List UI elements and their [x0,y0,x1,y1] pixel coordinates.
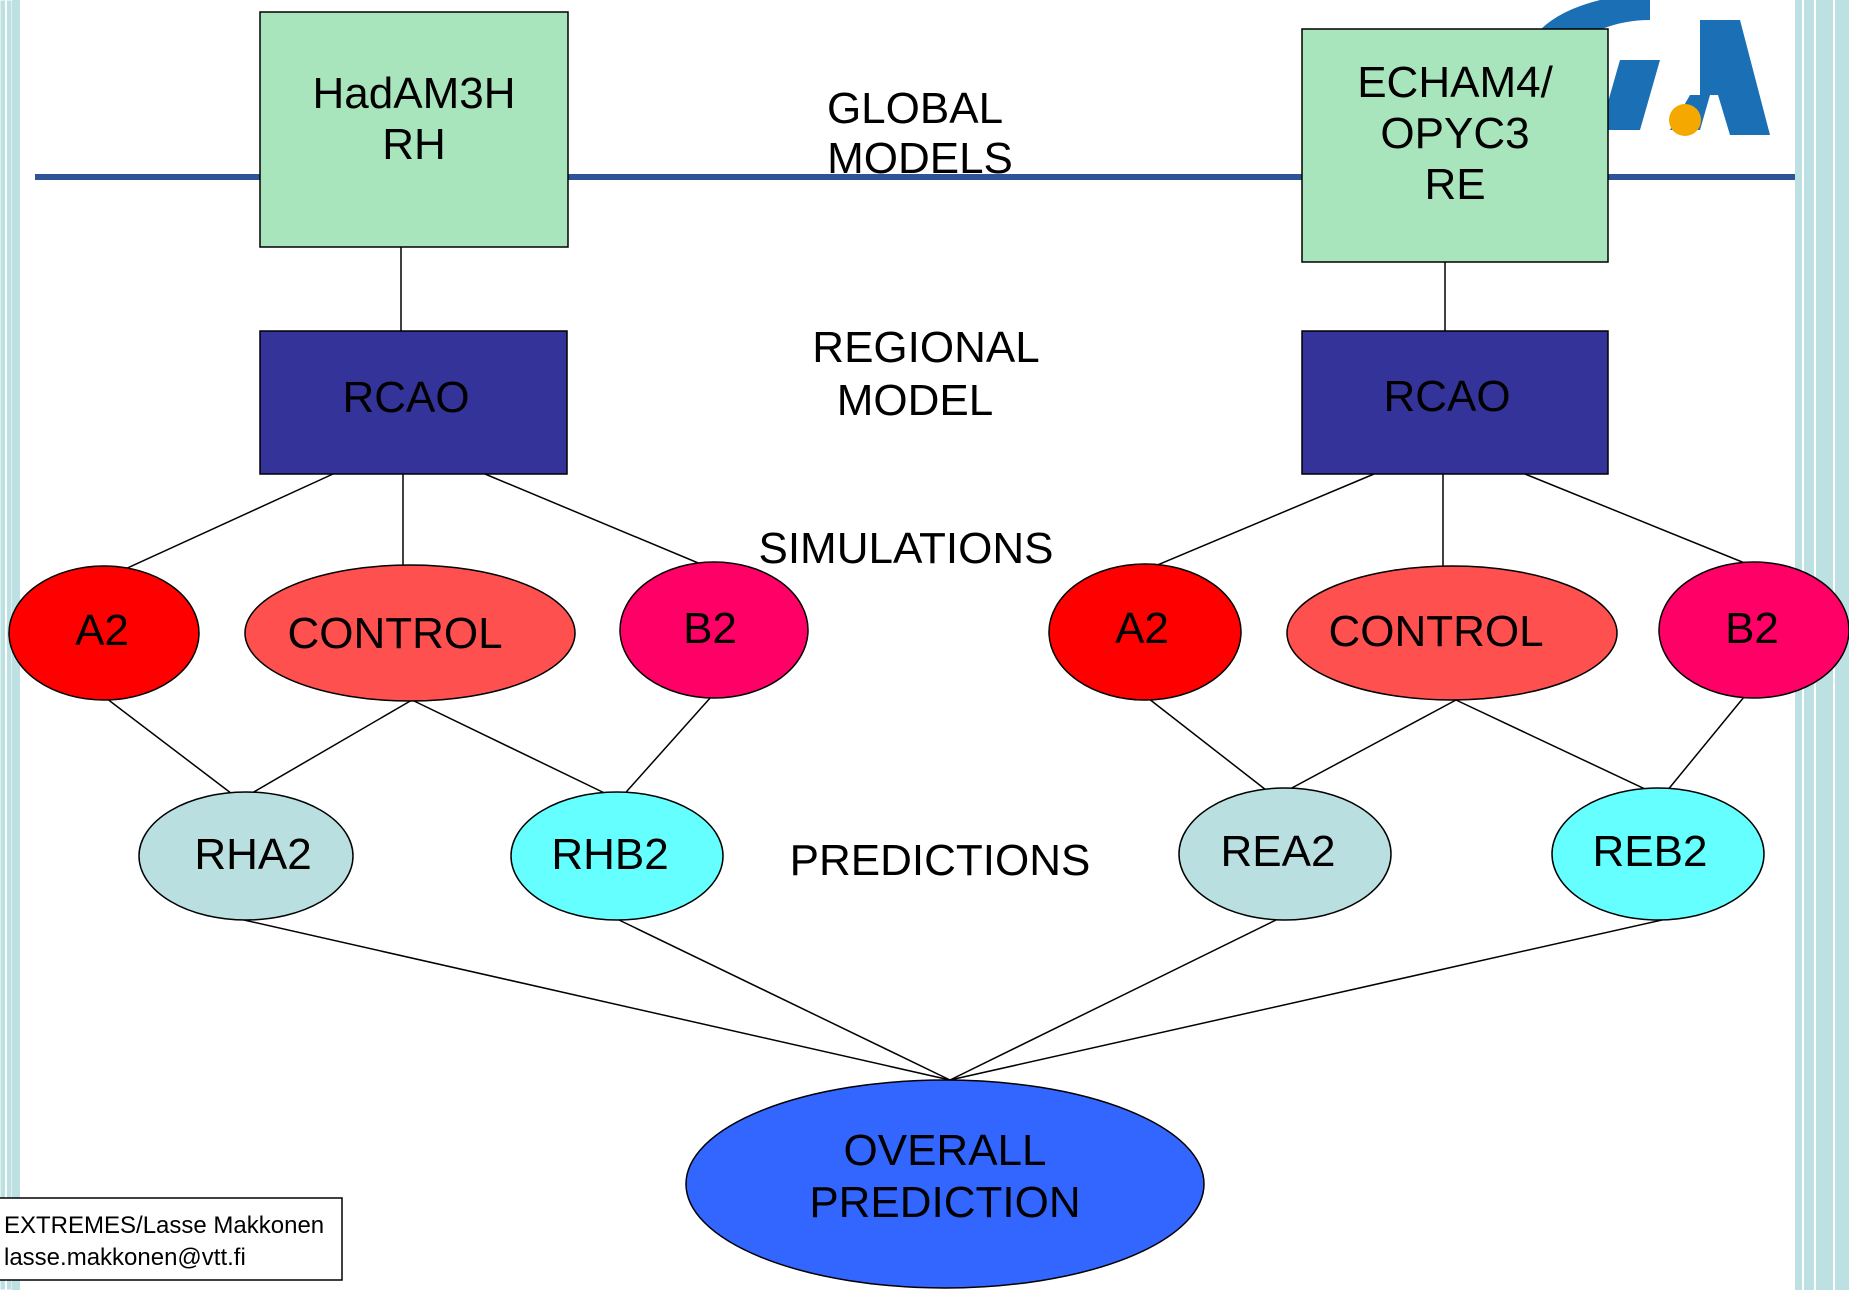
tier-label-predictions: PREDICTIONS [790,836,1091,885]
regional-model-right-label: RCAO [1383,372,1510,421]
prediction-reb2: REB2 [1551,787,1765,921]
simulation-left-control-label: CONTROL [287,609,502,658]
simulation-left-control: CONTROL [244,564,576,702]
simulation-right-control: CONTROL [1286,565,1618,701]
footer-email: lasse.makkonen@vtt.fi [4,1244,246,1271]
simulation-right-b2-label: B2 [1725,604,1779,653]
simulation-right-a2-label: A2 [1115,604,1169,653]
global-model-left-line-1: HadAM3H [313,69,516,118]
global-model-right-line-3: RE [1424,160,1485,209]
tier-label-global-line-2: MODELS [827,134,1013,183]
global-model-right-line-2: OPYC3 [1380,109,1529,158]
prediction-rhb2-label: RHB2 [551,830,668,879]
simulation-left-b2-label: B2 [683,604,737,653]
connectors [101,247,1758,1081]
simulation-left-a2: A2 [8,565,200,701]
overall-prediction-line-2: PREDICTION [809,1178,1080,1227]
eura-logo [1540,0,1770,136]
regional-model-left-box: RCAO [259,330,568,475]
tier-label-regional-line-1: REGIONAL [812,323,1039,372]
footer-credit: EXTREMES/Lasse Makkonen lasse.makkonen@v… [0,1197,343,1281]
overall-prediction: OVERALL PREDICTION [685,1079,1205,1289]
simulation-right-b2: B2 [1658,561,1849,699]
prediction-rea2-label: REA2 [1221,827,1336,876]
overall-prediction-line-1: OVERALL [844,1126,1047,1175]
simulation-right-control-label: CONTROL [1328,607,1543,656]
simulation-left-b2: B2 [619,561,809,699]
global-model-right-box: ECHAM4/ OPYC3 RE [1301,28,1609,263]
simulation-left-a2-label: A2 [75,606,129,655]
regional-model-right-box: RCAO [1301,330,1609,475]
footer-author: EXTREMES/Lasse Makkonen [4,1212,324,1239]
global-model-left-box: HadAM3H RH [259,11,569,248]
prediction-rhb2: RHB2 [510,791,724,921]
prediction-rha2: RHA2 [138,791,354,921]
simulation-right-a2: A2 [1048,563,1242,701]
prediction-rea2: REA2 [1178,787,1392,921]
prediction-rha2-label: RHA2 [194,830,311,879]
tier-label-global-line-1: GLOBAL [827,84,1003,133]
prediction-reb2-label: REB2 [1593,827,1708,876]
tier-label-regional-line-2: MODEL [837,376,993,425]
global-model-right-line-1: ECHAM4/ [1357,58,1553,107]
regional-model-left-label: RCAO [342,373,469,422]
tier-label-simulations: SIMULATIONS [758,524,1053,573]
global-model-left-line-2: RH [382,120,446,169]
